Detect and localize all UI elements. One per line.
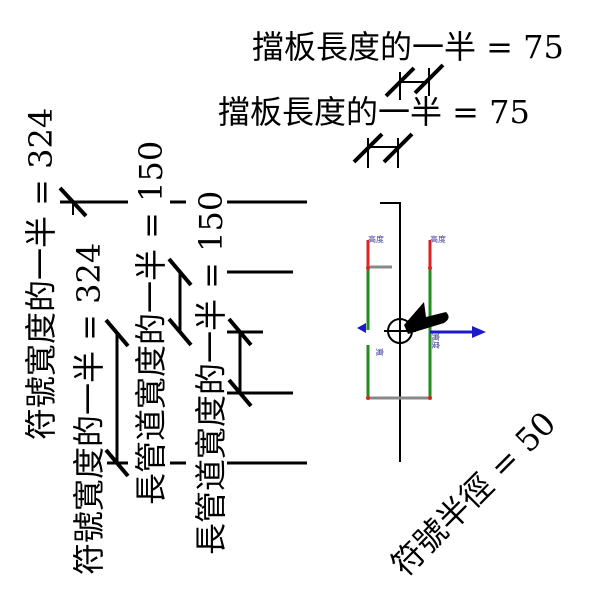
pipe-half-width-label-1[interactable]: 長管道寬度的一半 = 150	[132, 141, 170, 505]
pipe-half-width-label-2[interactable]: 長管道寬度的一半 = 150	[192, 191, 230, 555]
center-reference-line	[380, 202, 401, 462]
radius-leader-arrow[interactable]	[404, 302, 449, 334]
baffle-half-length-label-2[interactable]: 擋板長度的一半 = 75	[218, 93, 530, 131]
pipe-half-width-dimension-1[interactable]	[167, 257, 193, 347]
height-label-left: 高度	[368, 234, 384, 244]
baffle-dimension-1[interactable]	[384, 63, 445, 100]
symbol-half-width-label-1[interactable]: 符號寬度的一半 = 324	[22, 108, 60, 440]
symbol-radius-label[interactable]: 符號半徑 = 50	[384, 404, 564, 584]
symbol-half-width-label-2[interactable]: 符號寬度的一半 = 324	[70, 243, 108, 575]
width-label-right: 寬度	[431, 333, 441, 349]
pipe-half-width-dimension-2[interactable]	[227, 317, 253, 408]
flip-arrow-right-icon[interactable]	[430, 326, 486, 338]
baffle-dimension-2[interactable]	[352, 132, 414, 168]
width-label-left: 寬	[375, 348, 385, 356]
flip-arrow-left-icon[interactable]	[357, 323, 366, 333]
height-label-right: 高度	[430, 234, 446, 244]
baffle-half-length-label-1[interactable]: 擋板長度的一半 = 75	[252, 28, 564, 66]
symbol-half-width-dimension-2[interactable]	[104, 318, 130, 478]
symbol-half-width-dimension-1[interactable]	[58, 186, 88, 218]
